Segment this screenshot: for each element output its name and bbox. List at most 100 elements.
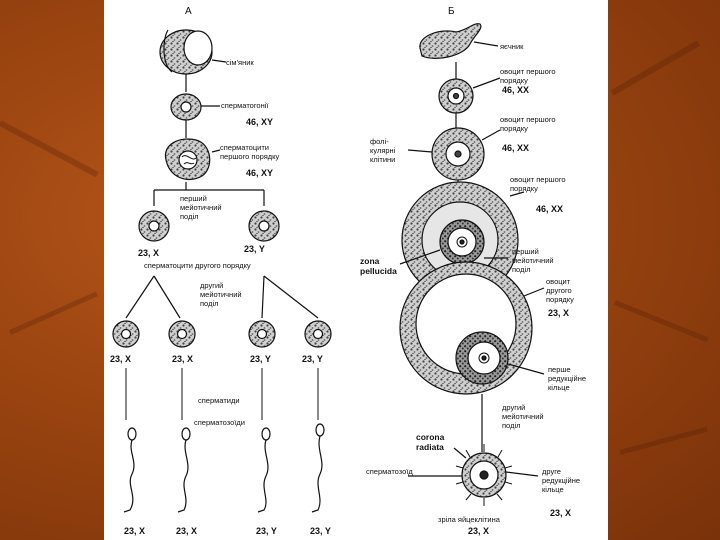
sperm-karyotype: 23, Y xyxy=(256,526,277,536)
meiosis-b-two-label-2: мейотичний xyxy=(502,412,544,421)
spermatid-karyotype: 23, Y xyxy=(250,354,271,364)
follicular-cells-label-2: кулярні xyxy=(370,146,396,155)
oocyte2-label-2: другого xyxy=(546,286,572,295)
oocyte2-label-3: порядку xyxy=(546,295,574,304)
primary-oocyte-b xyxy=(432,128,484,180)
primary-karyotype: 46, XY xyxy=(246,168,273,178)
meiosis-b-two-label-3: поділ xyxy=(502,421,521,430)
follicular-cells-label-1: фолі- xyxy=(370,137,389,146)
leader-line xyxy=(482,130,500,140)
leader-line xyxy=(454,448,466,458)
background-streak xyxy=(614,300,709,342)
leader-line xyxy=(408,150,432,152)
spermatid-cell xyxy=(305,321,331,347)
spermatozoon-label: сперматозоїд xyxy=(366,467,413,476)
mature-egg-label: зріла яйцеклітина xyxy=(438,515,501,524)
oocyte1-b-label-1: овоцит першого xyxy=(500,115,556,124)
polar-body-two-label-1: друге xyxy=(542,467,561,476)
mature-egg xyxy=(456,444,512,506)
corona-radiata-label-2: radiata xyxy=(416,442,444,452)
spermatozoon-drawing xyxy=(258,428,270,512)
leader-line xyxy=(506,472,538,476)
secondary-karyotype-y: 23, Y xyxy=(244,244,265,254)
panel-b-letter: Б xyxy=(448,6,455,17)
secondary-spermatocytes-label: сперматоцити другого порядку xyxy=(144,261,251,270)
corona-radiata-label-1: corona xyxy=(416,432,445,442)
primary-spermatocyte-cell xyxy=(165,139,209,179)
oocyte1-b-label-2: порядку xyxy=(500,124,528,133)
secondary-karyotype-x: 23, X xyxy=(138,248,159,258)
leader-line xyxy=(212,150,220,152)
meiosis-one-label-1: перший xyxy=(180,194,207,203)
spermatid-cell xyxy=(249,321,275,347)
ovary-drawing xyxy=(420,24,481,59)
spermatid-karyotype: 23, Y xyxy=(302,354,323,364)
secondary-spermatocyte-y xyxy=(249,211,279,241)
spermatid-cell xyxy=(169,321,195,347)
background-streak xyxy=(611,40,701,95)
meiosis-one-label-3: поділ xyxy=(180,212,199,221)
secondary-follicle xyxy=(400,262,532,394)
spermatozoon-drawing xyxy=(178,428,190,512)
meiosis-b-two-label-1: другий xyxy=(502,403,525,412)
oocyte1-a-label-2: порядку xyxy=(500,76,528,85)
panel-a-letter: А xyxy=(185,6,192,17)
background-streak xyxy=(619,427,707,455)
oocyte1-c-karyotype: 46, XX xyxy=(536,204,563,214)
ovary-label: яєчник xyxy=(500,42,524,51)
spermatogonia-karyotype: 46, XY xyxy=(246,117,273,127)
sperm-karyotype: 23, Y xyxy=(310,526,331,536)
polar-body-one-label-3: кільце xyxy=(548,383,570,392)
meiosis-b-one-label-3: поділ xyxy=(512,265,531,274)
follicular-cells-label-3: клітини xyxy=(370,155,395,164)
panel-b: Б яєчник овоцит першого порядку 46, XX xyxy=(360,6,586,536)
background-streak xyxy=(0,120,99,177)
oocyte1-c-label-2: порядку xyxy=(510,184,538,193)
polar-body-one-label-2: редукційне xyxy=(548,374,586,383)
spermatid-karyotype: 23, X xyxy=(110,354,131,364)
testis-drawing xyxy=(160,30,212,74)
secondary-spermatocyte-x xyxy=(139,211,169,241)
oocyte1-a-karyotype: 46, XX xyxy=(502,85,529,95)
leader-line xyxy=(212,60,226,62)
zona-pellucida-label-1: zona xyxy=(360,256,380,266)
panel-a: А сім'яник сперматогонії 46, XY xyxy=(110,6,331,536)
polar-body-one-label-1: перше xyxy=(548,365,571,374)
maturation-lines xyxy=(126,368,318,420)
polar-body-two-label-3: кільце xyxy=(542,485,564,494)
meiosis-two-label-3: поділ xyxy=(200,299,219,308)
egg-karyotype: 23, X xyxy=(468,526,489,536)
leader-line xyxy=(474,42,498,46)
spermatozoon-drawing xyxy=(124,428,136,512)
meiosis-two-label-2: мейотичний xyxy=(200,290,242,299)
oocyte2-label-1: овоцит xyxy=(546,277,571,286)
leader-line xyxy=(473,78,500,88)
gametogenesis-figure: А сім'яник сперматогонії 46, XY xyxy=(104,0,608,540)
meiosis-b-one-label-2: мейотичний xyxy=(512,256,554,265)
spermatid-karyotype: 23, X xyxy=(172,354,193,364)
sperm-karyotype: 23, X xyxy=(124,526,145,536)
gametogenesis-diagram: А сім'яник сперматогонії 46, XY xyxy=(104,0,608,540)
primary-spermatocytes-label-1: сперма­тоцити xyxy=(220,143,269,152)
background-streak xyxy=(9,292,98,335)
leader-line xyxy=(524,288,544,296)
spermatogonia-label: сперматогонії xyxy=(221,101,269,110)
meiosis-two-label-1: другий xyxy=(200,281,223,290)
spermatids-label: сперматиди xyxy=(198,396,240,405)
oocyte1-a-label-1: овоцит першого xyxy=(500,67,556,76)
spermatozoa-label: сперматозоїди xyxy=(194,418,245,427)
spermatogonium-cell xyxy=(171,94,201,120)
spermatid-cell xyxy=(113,321,139,347)
oocyte1-b-karyotype: 46, XX xyxy=(502,143,529,153)
zona-pellucida-label-2: pellucida xyxy=(360,266,397,276)
meiosis-b-one-label-1: перший xyxy=(512,247,539,256)
polar-body-two-label-2: редукційне xyxy=(542,476,580,485)
primary-oocyte-a xyxy=(439,79,473,113)
sperm-karyotype: 23, X xyxy=(176,526,197,536)
second-oocyte-karyotype: 23, X xyxy=(550,508,571,518)
spermatozoon-drawing xyxy=(312,424,324,512)
oocyte1-c-label-1: овоцит першого xyxy=(510,175,566,184)
primary-spermatocytes-label-2: першого порядку xyxy=(220,152,280,161)
testis-label: сім'яник xyxy=(226,58,254,67)
